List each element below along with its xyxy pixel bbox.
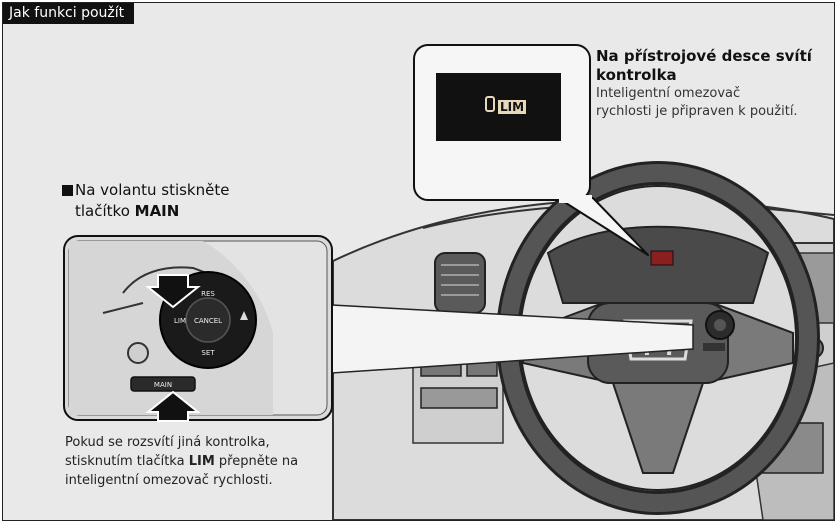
main-button-label: MAIN [154,381,172,389]
left-air-vent [434,252,486,314]
illustration: CANCEL LIM RES SET MAIN [63,44,834,520]
indicator-callout-box [413,44,649,256]
res-button-label: RES [201,290,215,298]
steering-caption: Na volantu stiskněte tlačítko MAIN [62,180,229,222]
note-line2-prefix: stisknutím tlačítka [65,454,189,469]
steering-caption-prefix: tlačítko [75,202,135,220]
steering-zoom-box: CANCEL LIM RES SET MAIN [63,235,333,422]
lim-button-label: LIM [174,317,186,325]
bullet-square-icon [62,185,73,196]
note-caption: Pokud se rozsvítí jiná kontrolka, stiskn… [65,433,385,490]
steering-caption-main: MAIN [134,202,180,220]
key-icon [485,96,495,112]
note-line2-lim: LIM [188,454,215,469]
set-button-label: SET [201,349,215,357]
cancel-button-label: CANCEL [194,317,222,325]
lim-indicator-label: LIM [498,100,527,114]
indicator-caption: Na přístrojové desce svítí kontrolka Int… [596,47,832,121]
arrow-down-icon [145,274,201,309]
note-line1: Pokud se rozsvítí jiná kontrolka, [65,435,270,450]
distance-icon [238,308,250,322]
arrow-up-icon [145,390,201,422]
indicator-desc-line1: Inteligentní omezovač [596,86,741,101]
indicator-desc-line2: rychlosti je připraven k použití. [596,104,798,119]
section-tab: Jak funkci použít [3,3,135,24]
steering-caption-line1: Na volantu stiskněte [75,181,230,199]
note-line3: inteligentní omezovač rychlosti. [65,473,273,488]
main-button[interactable] [130,376,196,392]
note-line2-suffix: přepněte na [214,454,299,469]
lim-indicator: LIM [485,96,527,115]
indicator-title-line2: kontrolka [596,66,677,84]
indicator-title-line1: Na přístrojové desce svítí [596,47,812,65]
